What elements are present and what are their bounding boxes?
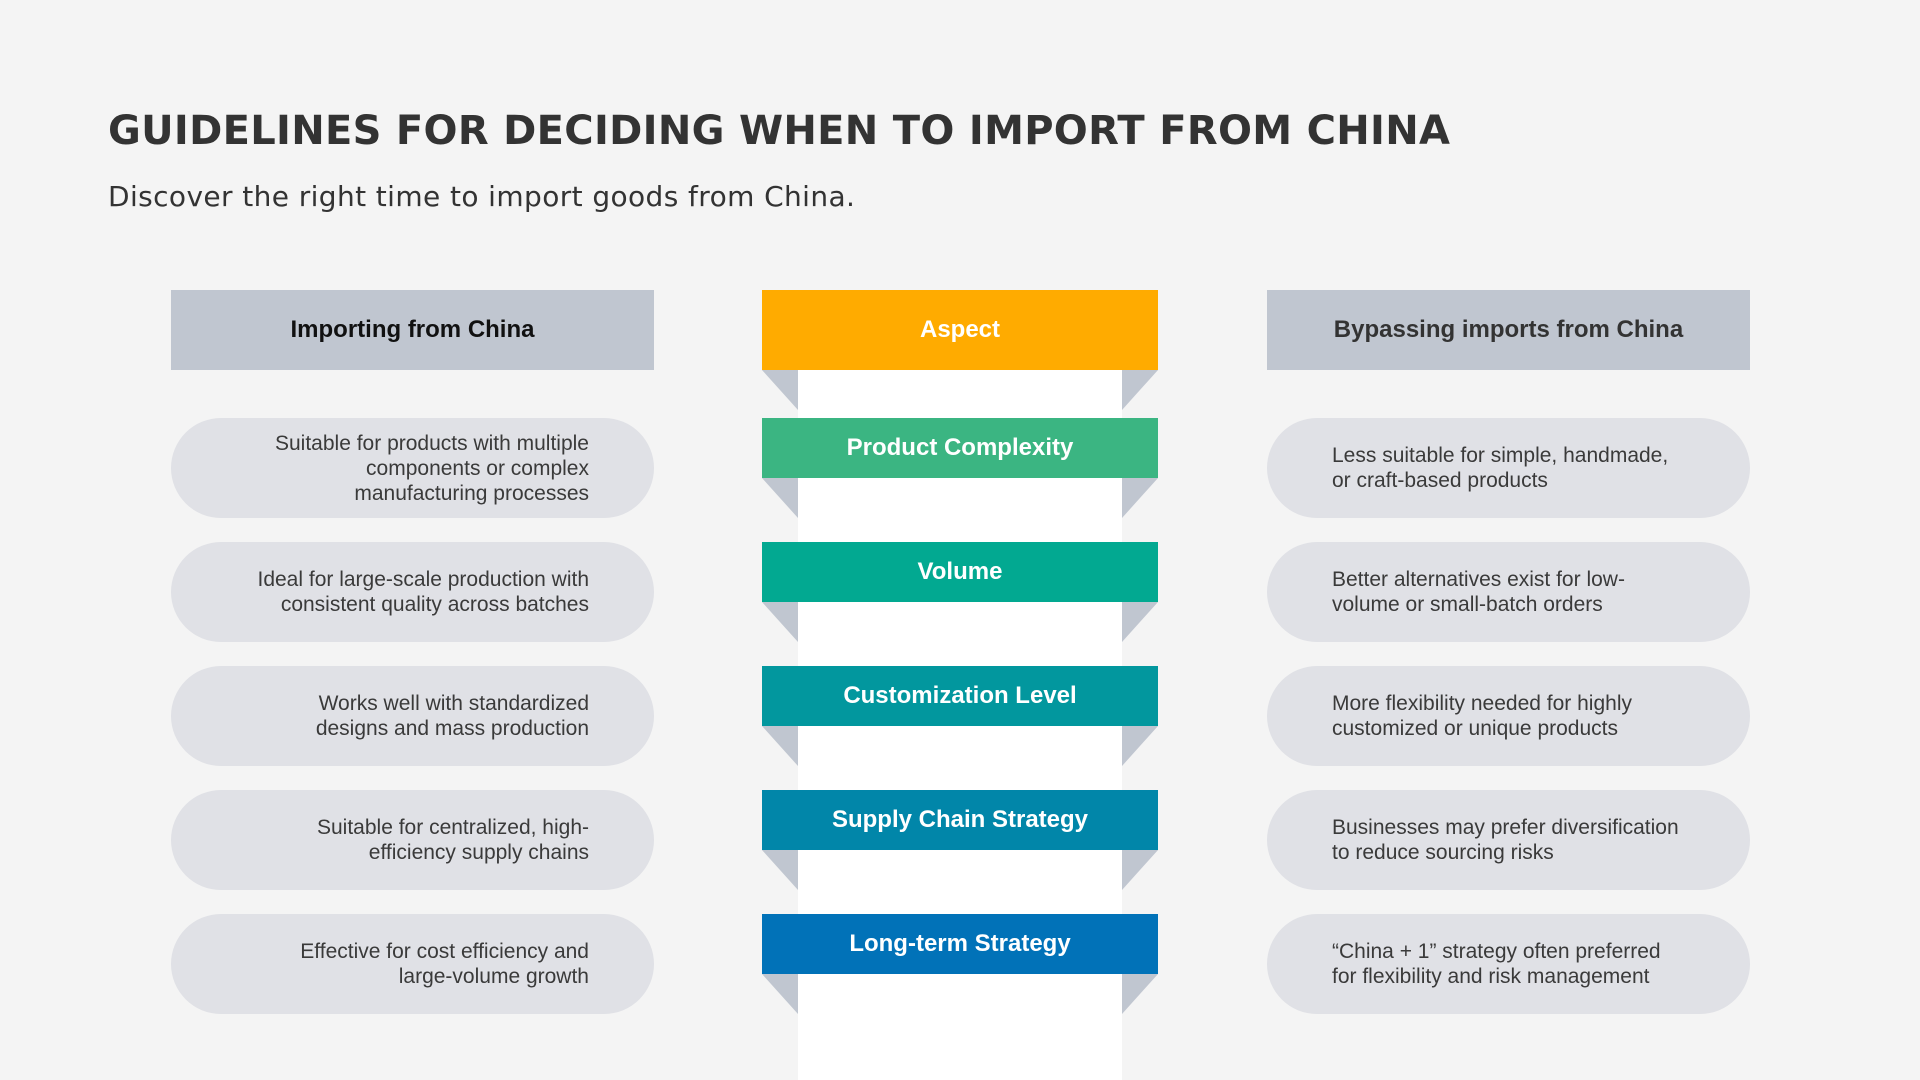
page-subtitle: Discover the right time to import goods … [108, 180, 856, 213]
bypassing-cell-text: Businesses may prefer diversification to… [1332, 816, 1679, 864]
aspect-band-product-complexity: Product Complexity [762, 418, 1158, 478]
aspect-band-volume: Volume [762, 542, 1158, 602]
ribbon-fold-left [762, 478, 798, 518]
importing-cell-supply-chain-strategy: Suitable for centralized, high- efficien… [171, 790, 654, 890]
column-header-importing: Importing from China [171, 290, 654, 370]
importing-cell-text: Suitable for products with multiple comp… [275, 431, 589, 505]
bypassing-cell-text: “China + 1” strategy often preferred for… [1332, 940, 1661, 988]
bypassing-cell-volume: Better alternatives exist for low- volum… [1267, 542, 1750, 642]
aspect-band-supply-chain-strategy: Supply Chain Strategy [762, 790, 1158, 850]
aspect-header-label: Aspect [919, 316, 1001, 343]
ribbon-fold-right [1122, 602, 1158, 642]
column-header-bypassing: Bypassing imports from China [1267, 290, 1750, 370]
bypassing-cell-product-complexity: Less suitable for simple, handmade, or c… [1267, 418, 1750, 518]
ribbon-fold-right [1122, 850, 1158, 890]
importing-cell-long-term-strategy: Effective for cost efficiency and large-… [171, 914, 654, 1014]
aspect-label: Long-term Strategy [849, 930, 1071, 957]
importing-cell-volume: Ideal for large-scale production with co… [171, 542, 654, 642]
bypassing-cell-text: More flexibility needed for highly custo… [1332, 692, 1632, 740]
ribbon-fold-left [762, 726, 798, 766]
column-header-importing-label: Importing from China [290, 316, 535, 343]
bypassing-cell-text: Better alternatives exist for low- volum… [1332, 568, 1625, 616]
ribbon-fold-left [762, 974, 798, 1014]
ribbon-fold-right [1122, 478, 1158, 518]
page-title: GUIDELINES FOR DECIDING WHEN TO IMPORT F… [108, 108, 1451, 154]
importing-cell-text: Suitable for centralized, high- efficien… [317, 816, 589, 864]
ribbon-fold-left [762, 850, 798, 890]
ribbon-fold-left [762, 602, 798, 642]
importing-cell-product-complexity: Suitable for products with multiple comp… [171, 418, 654, 518]
aspect-label: Volume [917, 558, 1003, 585]
aspect-header-band: Aspect [762, 290, 1158, 370]
aspect-band-long-term-strategy: Long-term Strategy [762, 914, 1158, 974]
ribbon-fold-right [1122, 726, 1158, 766]
column-header-bypassing-label: Bypassing imports from China [1333, 316, 1684, 343]
aspect-band-customization-level: Customization Level [762, 666, 1158, 726]
importing-cell-text: Effective for cost efficiency and large-… [300, 940, 589, 988]
bypassing-cell-supply-chain-strategy: Businesses may prefer diversification to… [1267, 790, 1750, 890]
bypassing-cell-long-term-strategy: “China + 1” strategy often preferred for… [1267, 914, 1750, 1014]
ribbon-fold-right [1122, 370, 1158, 410]
importing-cell-customization-level: Works well with standardized designs and… [171, 666, 654, 766]
bypassing-cell-customization-level: More flexibility needed for highly custo… [1267, 666, 1750, 766]
importing-cell-text: Ideal for large-scale production with co… [257, 568, 589, 616]
ribbon-fold-left [762, 370, 798, 410]
importing-cell-text: Works well with standardized designs and… [315, 692, 589, 740]
aspect-label: Customization Level [843, 682, 1077, 709]
ribbon-fold-right [1122, 974, 1158, 1014]
aspect-label: Product Complexity [846, 434, 1074, 461]
aspect-label: Supply Chain Strategy [831, 806, 1089, 833]
bypassing-cell-text: Less suitable for simple, handmade, or c… [1332, 444, 1669, 492]
